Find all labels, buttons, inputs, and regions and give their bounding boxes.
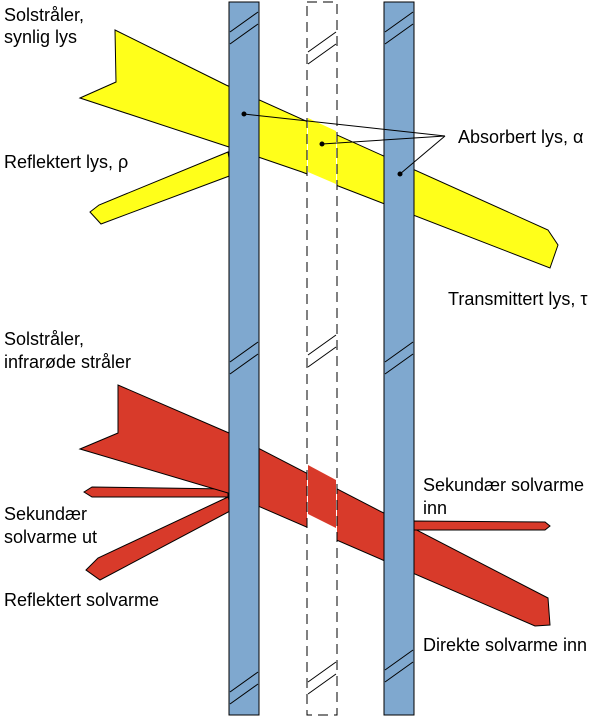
glass-pane-right — [383, 1, 415, 716]
glass-pane-left — [228, 1, 260, 716]
glass-hatch-left — [229, 11, 259, 705]
label-solar-visible-line1: Solstråler, — [4, 5, 84, 25]
label-reflected-light: Reflektert lys, ρ — [4, 152, 128, 172]
secondary-heat-in-arrow — [413, 520, 551, 531]
label-solar-visible-line2: synlig lys — [4, 27, 77, 47]
label-secondary-in-line1: Sekundær solvarme — [423, 475, 584, 495]
label-solar-ir-line1: Solstråler, — [4, 329, 84, 349]
label-absorbed-light: Absorbert lys, α — [458, 127, 583, 147]
label-secondary-in-line2: inn — [423, 498, 447, 518]
label-reflected-heat: Reflektert solvarme — [4, 590, 159, 610]
glass-hatch-right — [384, 11, 414, 683]
glass-hatch-middle — [307, 31, 337, 695]
glass-pane-middle-dashed — [306, 1, 338, 716]
label-transmitted-light: Transmittert lys, τ — [448, 289, 587, 309]
label-direct-heat-in: Direkte solvarme inn — [423, 635, 587, 655]
infrared-through-middle — [308, 465, 336, 528]
absorbed-leaders — [241, 111, 446, 177]
visible-light-through-middle — [308, 118, 336, 184]
label-secondary-out-line2: solvarme ut — [4, 527, 97, 547]
label-solar-ir-line2: infrarøde stråler — [4, 352, 131, 372]
reflected-heat-arrow — [85, 496, 233, 581]
label-secondary-out-line1: Sekundær — [4, 504, 87, 524]
secondary-heat-out-arrow — [83, 486, 229, 498]
